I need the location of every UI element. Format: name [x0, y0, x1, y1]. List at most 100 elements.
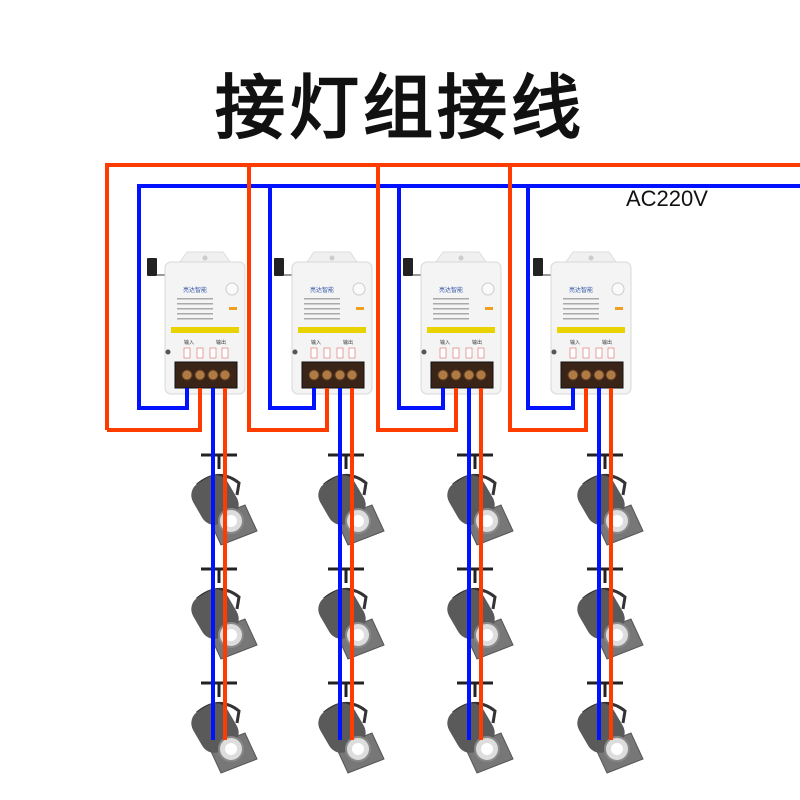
relay-module-group-2: 亮达智能输入输出 [274, 251, 385, 774]
terminal-screw-icon [605, 369, 617, 381]
terminal-screw-icon [207, 369, 219, 381]
antenna-icon [533, 258, 543, 276]
terminal-marker [221, 347, 229, 359]
brand-label: 亮达智能 [569, 286, 593, 294]
terminal-screw-icon [346, 369, 358, 381]
screw-icon [292, 349, 298, 355]
pair-button [611, 282, 625, 296]
spotlight-icon [191, 453, 258, 546]
lamp-bulb [481, 515, 493, 527]
spotlight-icon [447, 453, 514, 546]
lamp-bulb [352, 743, 364, 755]
spec-line [433, 308, 469, 310]
live-drop-wire [508, 165, 588, 432]
lamp-bulb [352, 629, 364, 641]
terminal-marker [582, 347, 590, 359]
terminal-marker [323, 347, 331, 359]
spec-line [177, 298, 213, 300]
lamp-bulb [611, 515, 623, 527]
spec-line [563, 303, 599, 305]
screw-icon [165, 349, 171, 355]
input-label: 输入 [570, 339, 580, 346]
spotlight-icon [447, 567, 514, 660]
terminal-marker [439, 347, 447, 359]
terminal-marker [336, 347, 344, 359]
neutral-drop-wire [397, 186, 445, 410]
supply-voltage-label: AC220V [626, 186, 708, 211]
live-bus-wire [105, 163, 800, 430]
mount-hole [458, 255, 464, 261]
terminal-marker [310, 347, 318, 359]
spotlight-icon [318, 681, 385, 774]
neutral-drop-wire [526, 186, 575, 410]
spec-line [177, 318, 213, 320]
terminal-marker [607, 347, 615, 359]
lamp-bulb [225, 515, 237, 527]
spotlight-icon [447, 681, 514, 774]
spec-line [563, 308, 599, 310]
spotlight-icon [318, 453, 385, 546]
mount-hole [202, 255, 208, 261]
terminal-screw-icon [463, 369, 475, 381]
live-drop-wire [376, 165, 458, 432]
terminal-marker [196, 347, 204, 359]
terminal-marker [595, 347, 603, 359]
spec-line [563, 313, 599, 315]
terminal-screw-icon [437, 369, 449, 381]
terminal-marker [569, 347, 577, 359]
antenna-icon [274, 258, 284, 276]
neutral-drop-wire [139, 388, 189, 410]
spec-line [433, 318, 469, 320]
lamp-bulb [481, 629, 493, 641]
terminal-screw-icon [475, 369, 487, 381]
warning-strip [557, 327, 625, 333]
lamp-bulb [352, 515, 364, 527]
output-label: 输出 [216, 339, 226, 346]
status-led [229, 307, 237, 310]
mount-hole [588, 255, 594, 261]
lamp-bulb [611, 743, 623, 755]
terminal-screw-icon [450, 369, 462, 381]
output-label: 输出 [602, 339, 612, 346]
brand-label: 亮达智能 [439, 286, 463, 294]
screw-icon [551, 349, 557, 355]
spotlight-icon [577, 681, 644, 774]
terminal-marker [477, 347, 485, 359]
diagram-title: 接灯组接线 [215, 67, 585, 149]
status-led [615, 307, 623, 310]
brand-label: 亮达智能 [310, 286, 334, 294]
neutral-bus-wire [137, 184, 800, 410]
spec-line [177, 303, 213, 305]
spec-line [177, 308, 213, 310]
input-label: 输入 [184, 339, 194, 346]
terminal-marker [209, 347, 217, 359]
terminal-screw-icon [334, 369, 346, 381]
status-led [485, 307, 493, 310]
lamp-bulb [225, 743, 237, 755]
lamp-bulb [225, 629, 237, 641]
spec-line [304, 308, 340, 310]
terminal-marker [348, 347, 356, 359]
warning-strip [298, 327, 366, 333]
input-label: 输入 [311, 339, 321, 346]
input-label: 输入 [440, 339, 450, 346]
terminal-screw-icon [567, 369, 579, 381]
spec-line [304, 313, 340, 315]
terminal-screw-icon [219, 369, 231, 381]
terminal-screw-icon [194, 369, 206, 381]
terminal-screw-icon [593, 369, 605, 381]
antenna-icon [147, 258, 157, 276]
terminal-screw-icon [580, 369, 592, 381]
warning-strip [171, 327, 239, 333]
warning-strip [427, 327, 495, 333]
spotlight-icon [577, 453, 644, 546]
lamp-bulb [611, 629, 623, 641]
terminal-screw-icon [321, 369, 333, 381]
screw-icon [421, 349, 427, 355]
antenna-icon [403, 258, 413, 276]
spec-line [304, 318, 340, 320]
relay-module-group-3: 亮达智能输入输出 [403, 251, 514, 774]
pair-button [225, 282, 239, 296]
